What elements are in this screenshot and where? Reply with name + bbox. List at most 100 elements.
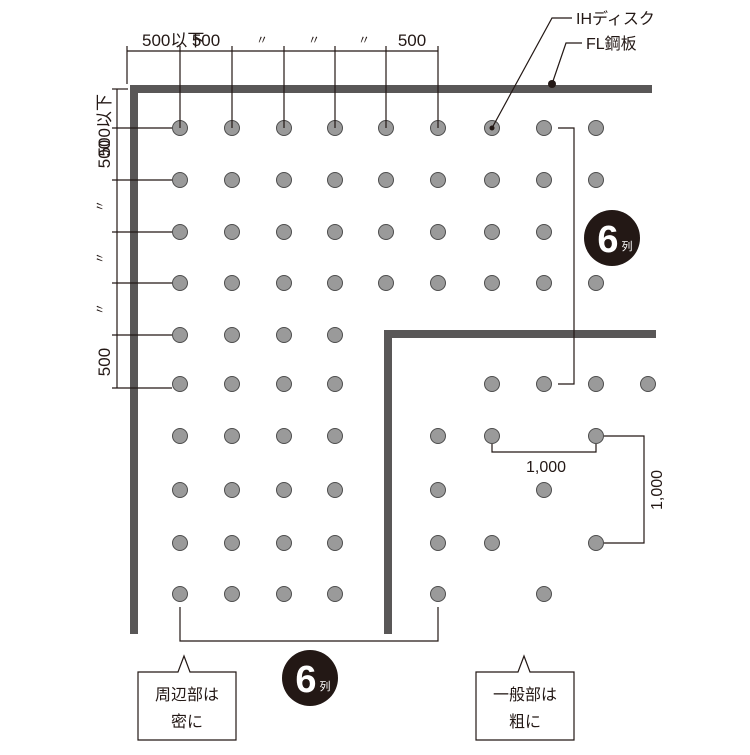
leaders: IHディスク FL鋼板 — [489, 9, 655, 131]
ih-disc — [430, 428, 446, 444]
ih-disc — [484, 535, 500, 551]
perimeter-note-box — [137, 654, 237, 741]
rows-bracket-line — [558, 127, 575, 385]
ih-disc — [327, 428, 343, 444]
ih-disc — [430, 535, 446, 551]
ih-disc — [224, 327, 240, 343]
ih-disk-leader — [491, 17, 572, 129]
ih-disc — [224, 224, 240, 240]
ih-disc — [276, 275, 292, 291]
general-dim-h-label: 1,000 — [526, 459, 566, 476]
cols-bracket: 6 列 — [179, 607, 439, 706]
ih-disc — [327, 172, 343, 188]
top-dim-label-last: 500 — [398, 31, 426, 50]
ih-disc — [430, 482, 446, 498]
cols-badge — [282, 650, 338, 706]
ih-disc — [172, 586, 188, 602]
ih-disk-leader-dot — [489, 125, 495, 131]
ih-disc — [378, 172, 394, 188]
cols-badge-number: 6 — [295, 659, 316, 701]
top-dim-label-second: 500 — [192, 31, 220, 50]
ih-disc — [276, 482, 292, 498]
ih-disc — [224, 586, 240, 602]
general-dim-v-label: 1,000 — [649, 470, 666, 510]
ih-disc — [327, 535, 343, 551]
general-note-box — [475, 654, 575, 741]
ih-disc — [276, 586, 292, 602]
ih-disc — [327, 224, 343, 240]
ih-disc — [276, 376, 292, 392]
fl-plate-leader — [551, 42, 582, 85]
ih-disc — [224, 482, 240, 498]
ih-disc — [327, 275, 343, 291]
top-dim-label-first: 500以下 — [142, 31, 204, 50]
ih-disc — [378, 275, 394, 291]
left-dim-same-1: 〃 — [93, 200, 107, 212]
ih-disc — [430, 224, 446, 240]
perimeter-note: 周辺部は 密に — [137, 654, 237, 741]
ih-disc — [536, 482, 552, 498]
ih-disc — [224, 376, 240, 392]
ih-disc — [536, 172, 552, 188]
general-dimension: 1,000 1,000 — [491, 435, 666, 544]
ih-disc — [536, 120, 552, 136]
left-dim-same-3: 〃 — [93, 303, 107, 315]
ih-disc — [536, 224, 552, 240]
outer-wall — [130, 85, 652, 634]
left-dim-label-last: 500 — [95, 348, 114, 376]
ih-disc — [588, 376, 604, 392]
left-dimension: 500以下 500 〃 〃 〃 500 — [93, 88, 172, 389]
ih-disc — [536, 586, 552, 602]
general-note-line2: 粗に — [509, 713, 541, 731]
ih-disc — [430, 172, 446, 188]
ih-disc — [276, 428, 292, 444]
ih-disc — [484, 376, 500, 392]
left-dim-same-2: 〃 — [93, 252, 107, 264]
ih-disc — [327, 586, 343, 602]
ih-disc — [172, 376, 188, 392]
ih-disc — [327, 482, 343, 498]
left-dim-label-first: 500以下 — [95, 94, 114, 156]
ih-disc — [536, 376, 552, 392]
fl-plate-leader-dot — [548, 80, 556, 88]
ih-disc — [224, 428, 240, 444]
ih-disk-label: IHディスク — [576, 9, 655, 28]
top-dimension: 500以下 500 〃 〃 〃 500 — [126, 31, 439, 128]
ih-disc — [378, 224, 394, 240]
ih-disc — [172, 224, 188, 240]
general-note: 一般部は 粗に — [475, 654, 575, 741]
top-dim-same-1: 〃 — [256, 33, 268, 47]
ih-disc — [536, 275, 552, 291]
rows-badge-number: 6 — [597, 219, 618, 261]
ih-disc-grid — [172, 120, 656, 602]
ih-disc — [224, 275, 240, 291]
top-dim-same-3: 〃 — [358, 33, 370, 47]
ih-disc — [430, 275, 446, 291]
ih-disc — [484, 224, 500, 240]
ih-disc — [430, 586, 446, 602]
left-dim-label-second: 500 — [95, 140, 114, 168]
rows-bracket: 6 列 — [558, 127, 640, 385]
ih-disc — [588, 172, 604, 188]
ih-disc — [172, 172, 188, 188]
ih-disc — [588, 275, 604, 291]
fl-plate-label: FL鋼板 — [586, 35, 637, 53]
ih-disc — [276, 172, 292, 188]
ih-disc — [588, 535, 604, 551]
top-dim-same-2: 〃 — [308, 33, 320, 47]
cols-bracket-line — [179, 607, 439, 642]
ih-disc — [172, 535, 188, 551]
general-dim-h-line — [491, 444, 597, 453]
perimeter-note-line1: 周辺部は — [155, 686, 219, 704]
ih-disc — [172, 275, 188, 291]
ih-disc — [588, 428, 604, 444]
perimeter-note-line2: 密に — [171, 713, 203, 731]
ih-disc — [172, 327, 188, 343]
ih-disc — [484, 428, 500, 444]
ih-disc — [224, 172, 240, 188]
ih-disc — [276, 535, 292, 551]
ih-disc — [172, 428, 188, 444]
ih-disc — [640, 376, 656, 392]
